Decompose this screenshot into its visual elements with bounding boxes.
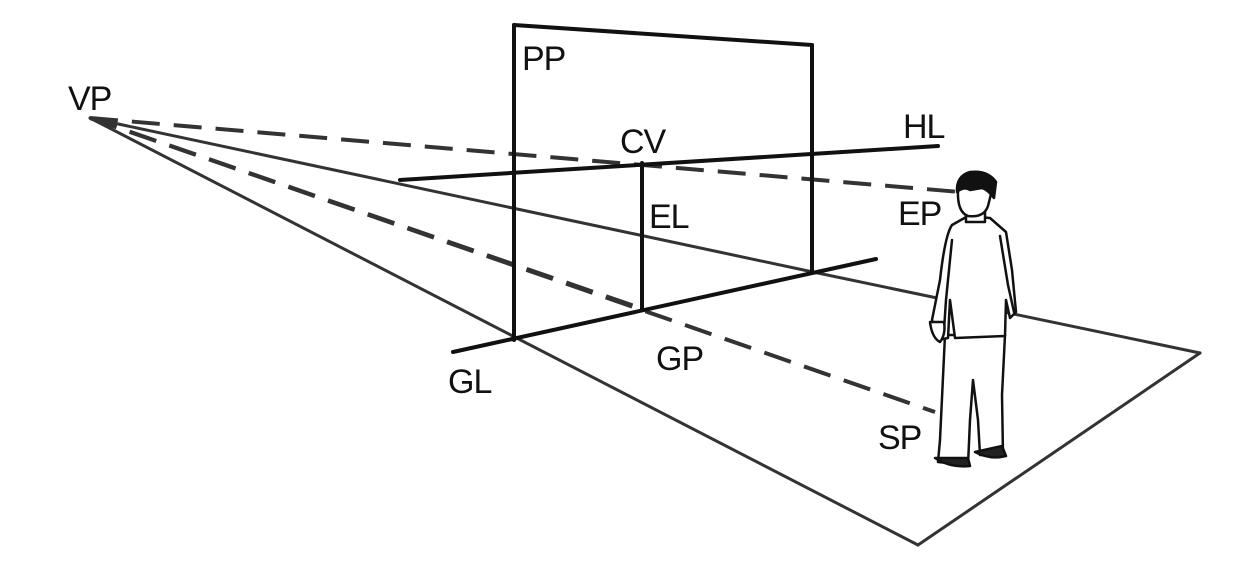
receding-line (88, 116, 815, 274)
sight-lines (89, 116, 961, 414)
label-hl: HL (903, 108, 945, 146)
horizon-line (398, 144, 940, 182)
label-cv: CV (620, 123, 667, 161)
label-ep: EP (898, 195, 941, 233)
eye-sight-line (89, 116, 961, 194)
label-vp: VP (68, 80, 111, 118)
picture-plane (512, 23, 814, 342)
label-el: EL (649, 198, 689, 236)
label-pp: PP (522, 40, 565, 78)
ground-plane (88, 116, 1202, 547)
ground-line (451, 257, 878, 354)
observer-figure (928, 170, 1018, 468)
label-gl: GL (448, 363, 491, 401)
label-sp: SP (878, 419, 921, 457)
label-gp: GP (656, 340, 703, 378)
